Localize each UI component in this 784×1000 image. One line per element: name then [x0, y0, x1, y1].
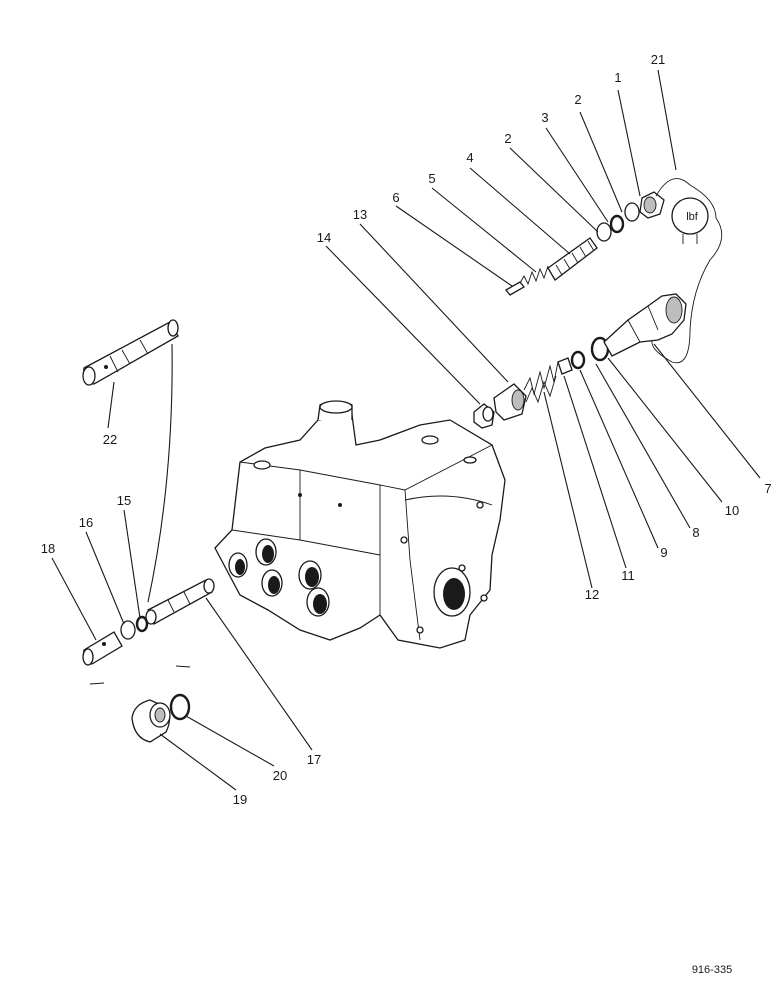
- plug-parts: [131, 693, 191, 743]
- relief-valve-parts: [505, 191, 665, 296]
- callout-1: 1: [614, 70, 621, 85]
- callout-3: 3: [541, 110, 548, 125]
- check-valve-parts: [473, 293, 687, 429]
- callout-22: 22: [103, 432, 117, 447]
- callout-19: 19: [233, 792, 247, 807]
- gauge-marking: lbf: [686, 211, 699, 223]
- callout-6: 6: [392, 190, 399, 205]
- callout-7: 7: [764, 481, 771, 496]
- callout-labels: 1 2 2 3 4 5 6 7 8 9 10 11 12 13 14 15 16…: [41, 52, 772, 807]
- callout-11: 11: [621, 568, 635, 583]
- callout-10: 10: [725, 503, 739, 518]
- callout-21: 21: [651, 52, 665, 67]
- callout-2-lower: 2: [504, 131, 511, 146]
- callout-9: 9: [660, 545, 667, 560]
- callout-14: 14: [317, 230, 331, 245]
- callout-15: 15: [117, 493, 131, 508]
- seal-tag: lbf: [651, 178, 723, 364]
- callout-8: 8: [692, 525, 699, 540]
- callout-4: 4: [466, 150, 473, 165]
- drawing-number: 916-335: [692, 964, 732, 976]
- callout-18: 18: [41, 541, 55, 556]
- callout-17: 17: [307, 752, 321, 767]
- callout-2-upper: 2: [574, 92, 581, 107]
- leader-lines: [51, 69, 761, 791]
- callout-20: 20: [273, 768, 287, 783]
- spool-parts: [82, 319, 215, 685]
- valve-body: [214, 400, 506, 649]
- callout-16: 16: [79, 515, 93, 530]
- callout-5: 5: [428, 171, 435, 186]
- callout-12: 12: [585, 587, 599, 602]
- callout-13: 13: [353, 207, 367, 222]
